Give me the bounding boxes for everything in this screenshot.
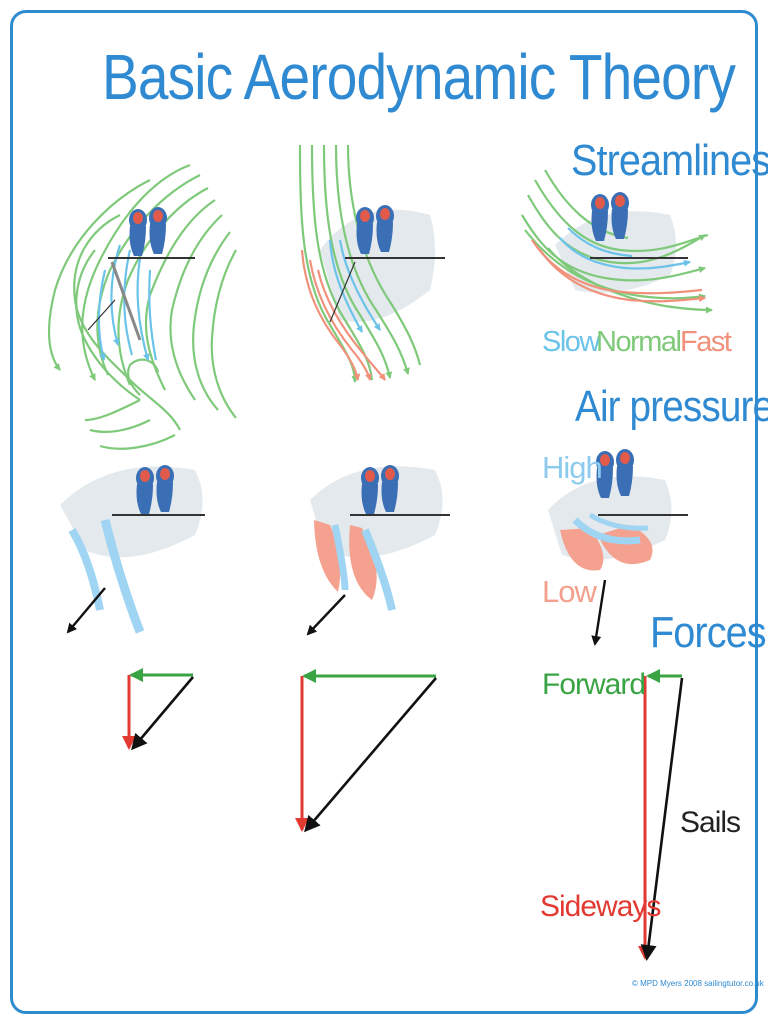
sails-force-label: Sails	[680, 806, 741, 839]
legend-fast: Fast	[680, 326, 732, 358]
legend-normal: Normal	[596, 326, 682, 358]
air-pressure-heading: Air pressure	[575, 382, 768, 431]
forward-force-label: Forward	[542, 668, 646, 701]
copyright-credit: © MPD Myers 2008 sailingtutor.co.uk	[632, 979, 764, 988]
force-diagram-small	[122, 668, 194, 751]
pressure-high-label: High	[542, 450, 603, 485]
streamlines-panel-legend	[521, 169, 713, 314]
forces-heading: Forces	[650, 608, 767, 657]
force-diagram-medium	[295, 669, 437, 833]
streamlines-panel-attached	[298, 144, 445, 383]
pressure-panel-stalled	[60, 465, 205, 634]
force-diagram-large	[638, 669, 684, 961]
pressure-panel-legend	[548, 449, 688, 646]
pressure-panel-attached	[306, 465, 450, 636]
pressure-low-label: Low	[542, 574, 597, 609]
streamlines-heading: Streamlines	[571, 136, 768, 185]
sideways-force-label: Sideways	[540, 890, 661, 923]
poster-title: Basic Aerodynamic Theory	[102, 41, 736, 113]
legend-slow: Slow	[542, 326, 600, 358]
streamlines-panel-stalled	[47, 163, 237, 450]
